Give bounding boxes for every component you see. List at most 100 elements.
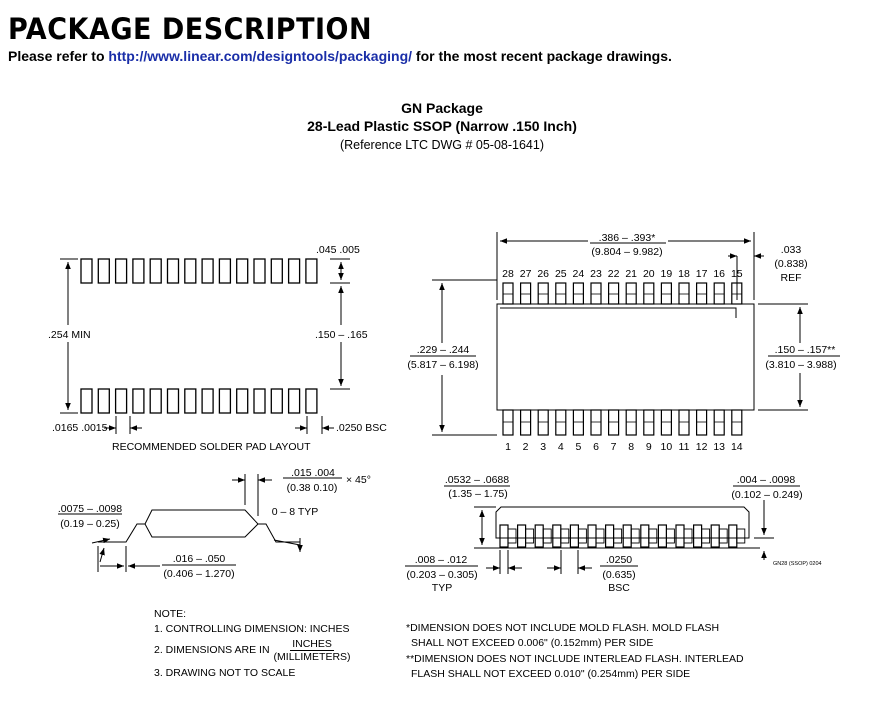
note-2: 2. DIMENSIONS ARE IN INCHES (MILLIMETERS… [154, 638, 351, 663]
solder-pad [305, 388, 318, 414]
lead [572, 282, 585, 305]
pin-number: 11 [679, 441, 690, 453]
height-mm-label: (1.35 – 1.75) [448, 488, 508, 500]
refer-line: Please refer to http://www.linear.com/de… [8, 48, 672, 64]
pad-pitch-label: .0250 BSC [336, 422, 387, 434]
notes-block: NOTE: 1. CONTROLLING DIMENSION: INCHES 2… [154, 607, 351, 681]
lead [625, 282, 637, 305]
note-1: 1. CONTROLLING DIMENSION: INCHES [154, 622, 350, 635]
solder-pad [80, 388, 93, 414]
note-2-numerator: INCHES [290, 638, 334, 651]
lead [590, 409, 602, 436]
solder-pads-bottom [80, 388, 318, 414]
lead-thickness-inches-label: .0075 – .0098 [58, 503, 122, 515]
solder-pad [201, 388, 214, 414]
lead [572, 409, 585, 436]
note-3: 3. DRAWING NOT TO SCALE [154, 667, 296, 679]
lead [604, 524, 615, 548]
lead-shadow [630, 528, 640, 544]
pin-number: 24 [573, 268, 585, 280]
note-2-fraction: INCHES (MILLIMETERS) [274, 638, 351, 663]
lead [587, 524, 597, 548]
pin-number: 17 [696, 268, 708, 280]
lead-width-inches-label: .008 – .012 [415, 554, 468, 566]
note-2-prefix: 2. DIMENSIONS ARE IN [154, 644, 270, 657]
solder-pad [253, 388, 266, 414]
side-view-body [144, 509, 259, 538]
pad-span-label: .150 – .165 [315, 329, 368, 341]
lead [502, 409, 514, 436]
solder-pad [97, 258, 110, 284]
lead [569, 524, 580, 548]
length-mm-label: (9.804 – 9.982) [591, 246, 662, 258]
height-inches-label: .0532 – .0688 [445, 474, 509, 486]
pin-number: 1 [505, 441, 511, 453]
drawing-code-label: GN28 (SSOP) 0204 [773, 561, 822, 567]
pin-number: 12 [696, 441, 708, 453]
solder-pad [287, 388, 301, 414]
refer-prefix: Please refer to [8, 48, 109, 64]
lead [555, 282, 567, 305]
ref-mm-label: (0.838) [774, 258, 807, 270]
lead [657, 524, 668, 548]
lead [675, 524, 685, 548]
solder-pad [218, 388, 232, 414]
lead [499, 524, 509, 548]
pin-number: 8 [628, 441, 634, 453]
pin-number: 22 [608, 268, 620, 280]
lead [643, 282, 655, 305]
top-view-body [496, 303, 755, 411]
solder-pad [305, 258, 318, 284]
lead [516, 524, 527, 548]
lead-thickness-mm-label: (0.19 – 0.25) [60, 518, 120, 530]
lead-shadow [613, 528, 623, 544]
packaging-link[interactable]: http://www.linear.com/designtools/packag… [108, 48, 413, 64]
solder-pads-top [80, 258, 318, 284]
pin-number: 14 [731, 441, 743, 453]
lead [660, 409, 673, 436]
page-title: PACKAGE DESCRIPTION [8, 12, 373, 47]
pin-number: 13 [713, 441, 725, 453]
pin-number: 6 [593, 441, 599, 453]
lead [710, 524, 720, 548]
standoff-inches-label: .004 – .0098 [737, 474, 796, 486]
solder-pad [114, 388, 128, 414]
chamfer-inches-label: .015 .004 [291, 467, 335, 479]
lead [695, 409, 708, 436]
solder-pad [149, 258, 162, 284]
solder-pad [253, 258, 266, 284]
lead [555, 409, 567, 436]
pin-number: 2 [523, 441, 529, 453]
ref-inches-label: .033 [781, 244, 802, 256]
lead [728, 524, 738, 548]
footnote-1b: SHALL NOT EXCEED 0.006" (0.152mm) PER SI… [411, 636, 654, 649]
lead-shadow [718, 528, 728, 544]
pad-layout-caption: RECOMMENDED SOLDER PAD LAYOUT [112, 441, 311, 453]
solder-pad [97, 388, 110, 414]
footnote-1a: *DIMENSION DOES NOT INCLUDE MOLD FLASH. … [406, 622, 720, 634]
lead [713, 282, 725, 305]
lead [590, 282, 602, 305]
solder-pad [201, 258, 214, 284]
note-2-denominator: (MILLIMETERS) [273, 651, 351, 663]
notes-heading: NOTE: [154, 608, 187, 620]
lead-shadow [683, 528, 693, 544]
foot-length-inches-label: .016 – .050 [173, 553, 226, 565]
ref-label: REF [781, 272, 802, 284]
lead [692, 524, 703, 548]
solder-pad [270, 258, 283, 284]
lead-width-mm-label: (0.203 – 0.305) [406, 569, 477, 581]
solder-pad [236, 388, 249, 414]
lead-shadow [736, 528, 746, 544]
lead [695, 282, 708, 305]
solder-pad [80, 258, 93, 284]
lead [643, 409, 655, 436]
package-reference: (Reference LTC DWG # 05-08-1641) [339, 138, 545, 152]
width-mm-label: (5.817 – 6.198) [407, 359, 478, 371]
lead-shadow [595, 528, 605, 544]
pitch-mm-label: (0.635) [602, 569, 635, 581]
lead [660, 282, 673, 305]
solder-pad [114, 258, 128, 284]
lead [607, 282, 620, 305]
